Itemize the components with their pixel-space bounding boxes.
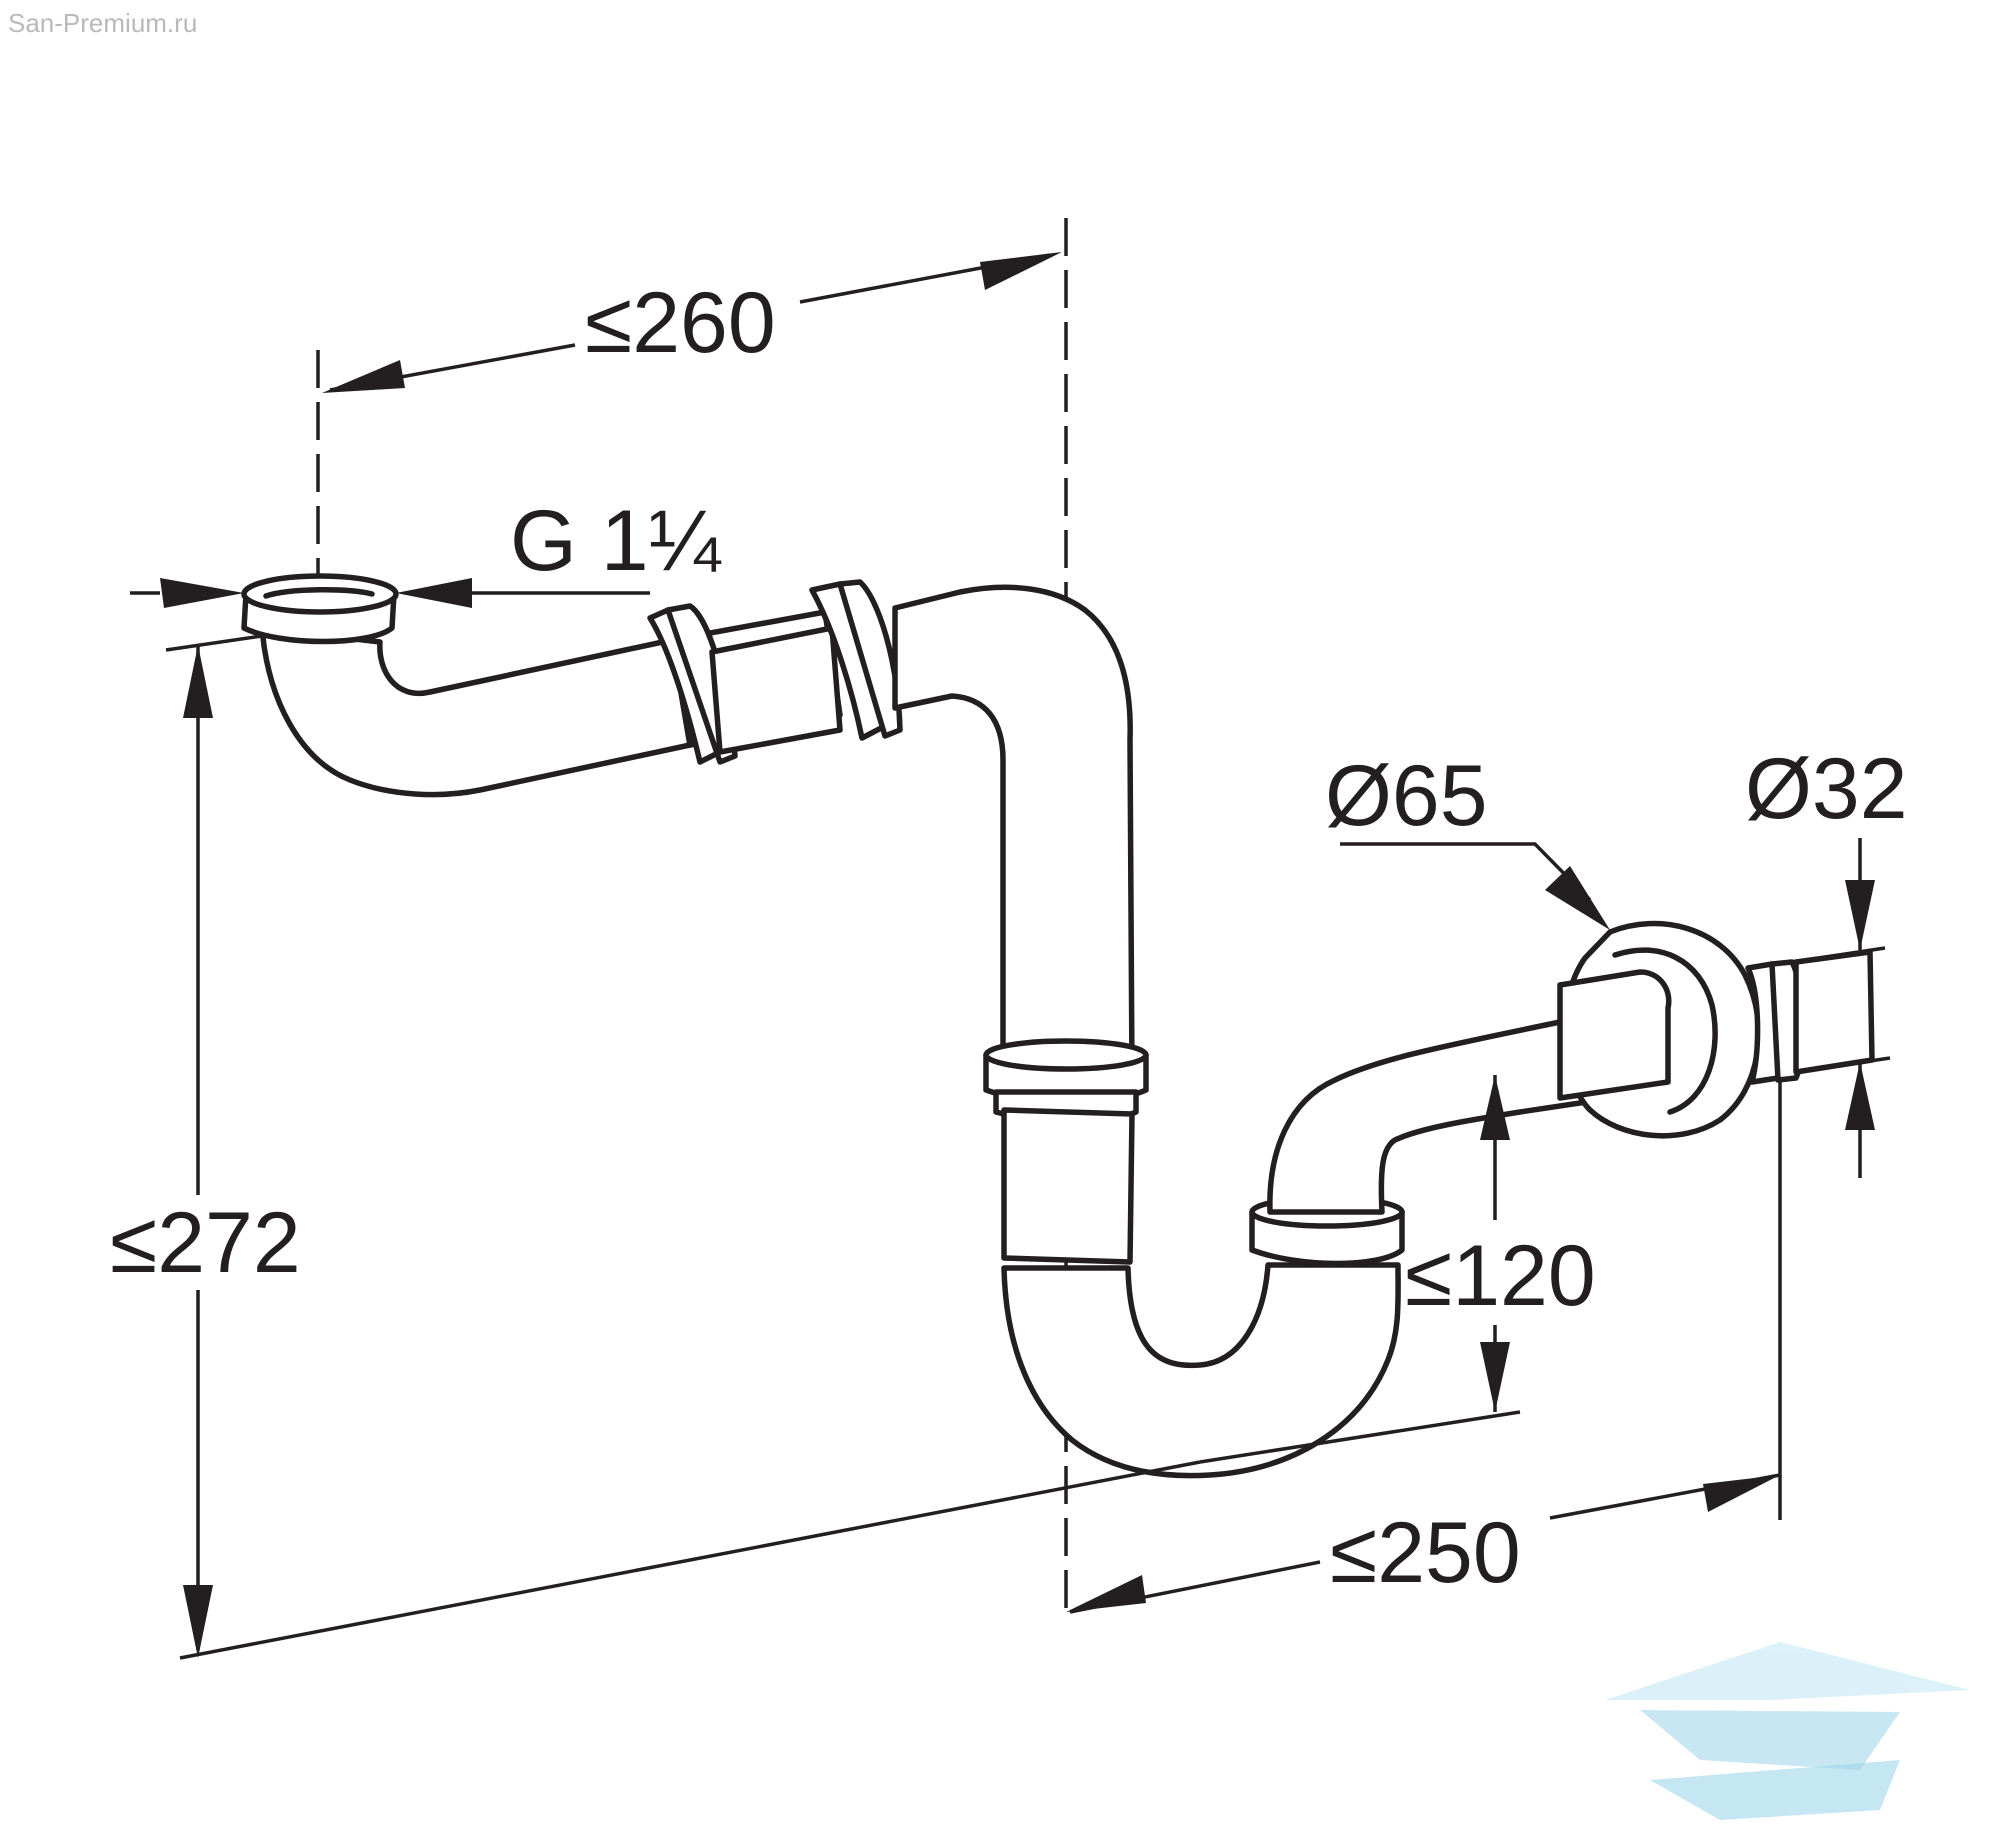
logo-shape-mid — [1640, 1710, 1900, 1770]
u-bend — [1001, 1262, 1401, 1479]
inlet-elbow — [259, 625, 693, 798]
wall-offset-label: ≤250 — [1330, 1505, 1521, 1601]
logo-shape-top — [1605, 1642, 1970, 1700]
rosette-diameter-label: Ø65 — [1325, 748, 1488, 844]
thread-arrow-right — [396, 578, 472, 608]
watermark-text: San-Premium.ru — [8, 8, 197, 38]
height-total-label: ≤272 — [110, 1195, 301, 1291]
offset-arrow-left — [1066, 1575, 1146, 1612]
lower-vertical-tube — [1001, 1107, 1135, 1265]
outlet-arrow-top — [1845, 880, 1875, 950]
height-arrow-top — [183, 645, 213, 718]
trap-height-label: ≤120 — [1405, 1228, 1596, 1324]
inlet-nut — [241, 573, 399, 645]
height-ext-top — [165, 634, 263, 652]
trap-arrow-bottom — [1480, 1342, 1510, 1412]
outlet-arrow-bottom — [1845, 1062, 1875, 1130]
bend-reference-line — [1199, 1410, 1521, 1464]
outlet-nut — [1745, 949, 1875, 1085]
outlet-diameter-label: Ø32 — [1745, 741, 1908, 837]
slip-joint-2 — [809, 579, 903, 741]
offset-arrow-right — [1703, 1475, 1780, 1512]
height-arrow-bottom — [183, 1585, 213, 1658]
outlet-tube — [1557, 969, 1672, 1101]
siphon-body — [241, 573, 1875, 1479]
outlet-ext-top — [1791, 946, 1886, 964]
upper-elbow-tube — [892, 584, 1135, 1078]
outlet-ext-bottom — [1795, 1056, 1891, 1074]
width-arrow-right — [980, 252, 1062, 290]
dimension-labels: ≤260 G 1¼ ≤272 ≤120 ≤250 Ø65 Ø32 — [110, 275, 1908, 1601]
logo-shape-low — [1650, 1760, 1900, 1820]
dimension-lines — [130, 252, 1891, 1660]
rosette-arrow — [1545, 866, 1610, 930]
thread-arrow-left — [160, 578, 244, 608]
width-arrow-left — [322, 360, 405, 393]
middle-tube — [709, 625, 843, 755]
trap-arrow-top — [1480, 1075, 1510, 1140]
brand-logo — [1605, 1642, 1970, 1820]
inlet-thread-label: G 1¼ — [510, 493, 722, 589]
width-total-label: ≤260 — [585, 275, 776, 371]
floor-reference-line — [179, 1460, 1201, 1660]
